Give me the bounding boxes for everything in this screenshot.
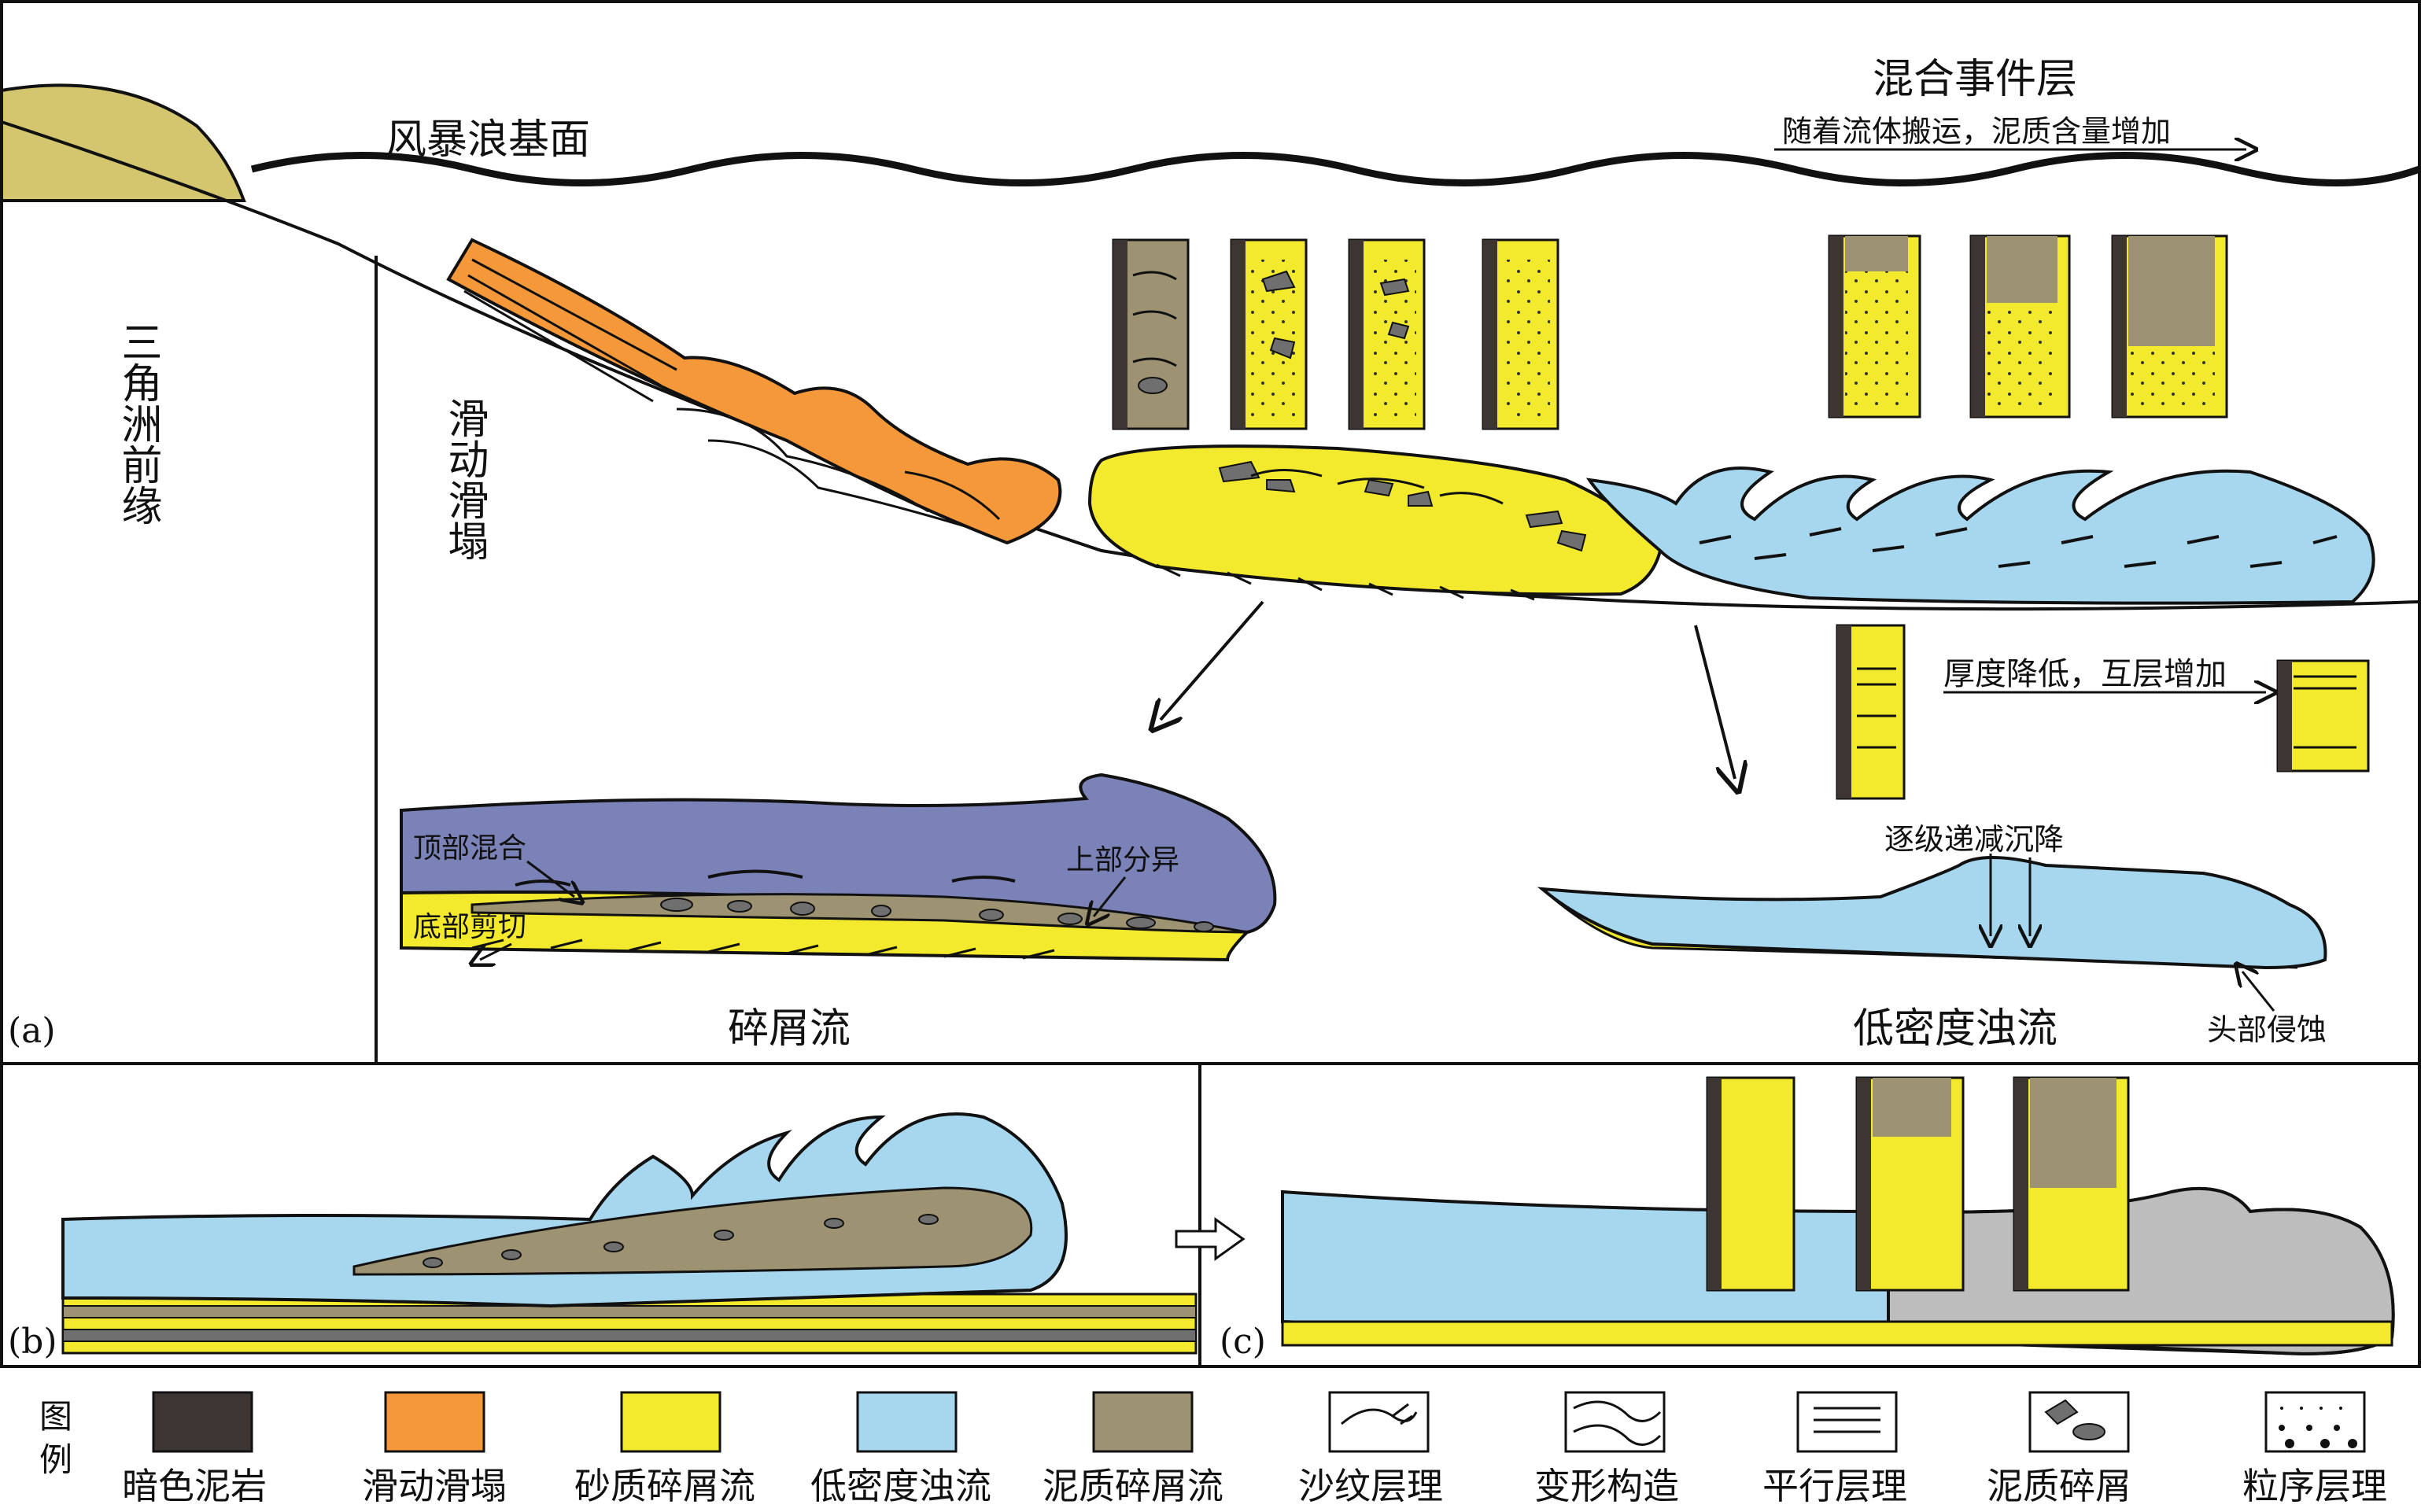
- low-density-turbidity-swatch: [856, 1391, 958, 1453]
- slide-slump-label-text: 滑动滑塌: [441, 397, 488, 561]
- panel-a: 风暴浪基面 混合事件层 随着流体搬运，泥质含量增加 滑动滑塌 三角洲前缘 厚度降…: [0, 56, 2421, 1053]
- sandy-debris-flow-swatch: [620, 1391, 722, 1453]
- legend-item: 粒序层理: [2242, 1391, 2387, 1507]
- turbidity-flow-arrows: [1699, 527, 2338, 568]
- slide-slump-label: 滑动滑塌: [441, 397, 488, 561]
- turbidite-column-thick: [1836, 624, 1906, 800]
- legend-label: 平行层理: [1762, 1465, 1907, 1507]
- thickness-note-label: 厚度降低，互层增加: [1943, 656, 2227, 692]
- erosion-arrow: [2242, 972, 2275, 1012]
- sandy-debris-base-ticks: [1156, 563, 1535, 601]
- slide-slump-swatch: [384, 1391, 485, 1453]
- basal-shear-label: 底部剪切: [413, 911, 526, 943]
- core-column-2: [1230, 238, 1308, 430]
- core-column-6: [1969, 234, 2071, 419]
- upper-diff-arrow: [1094, 876, 1127, 916]
- legend-item: 泥质碎屑: [1987, 1391, 2131, 1507]
- legend-item: 低密度浊流: [810, 1391, 991, 1507]
- legend-item: 变形构造: [1534, 1391, 1679, 1507]
- muddy-debris-flow-swatch: [1092, 1391, 1194, 1453]
- legend: 图 例 暗色泥岩 滑动滑塌 砂质碎屑流 低密度浊流 泥质碎屑流 沙纹层理: [39, 1391, 2387, 1507]
- panel-a-tag: (a): [8, 1011, 56, 1051]
- low-density-turbidity-body: [1537, 856, 2327, 970]
- slump-laminae: [463, 258, 1001, 529]
- slide-slump-body: [446, 238, 1062, 545]
- panel-c-columns: [1706, 1076, 2130, 1292]
- core-column-3: [1348, 238, 1426, 430]
- storm-wave-base-line: [250, 152, 2421, 186]
- dark-mudstone-swatch: [152, 1391, 253, 1453]
- legend-title-1: 图: [39, 1397, 72, 1436]
- delta-front-label: 三角洲前缘: [114, 321, 161, 526]
- parallel-bedding-icon: [1796, 1391, 1898, 1453]
- legend-item: 平行层理: [1762, 1391, 1907, 1507]
- debris-flow-label: 碎屑流: [728, 1005, 851, 1053]
- panel-frames: [0, 0, 2421, 1368]
- turbidity-current-body: [1585, 467, 2375, 605]
- turbidity-current-label: 低密度浊流: [1853, 1005, 2057, 1053]
- panel-c-sand-base: [1281, 1320, 2393, 1347]
- legend-item: 砂质碎屑流: [574, 1391, 755, 1507]
- panel-c: (c): [1175, 1076, 2395, 1362]
- sandy-debris-clasts: [1218, 460, 1587, 552]
- legend-item: 泥质碎屑流: [1043, 1391, 1223, 1507]
- basal-shear-arrow: [480, 942, 512, 960]
- legend-title-2: 例: [39, 1440, 72, 1479]
- core-column-4: [1482, 238, 1559, 430]
- mud-clast-icon: [2028, 1391, 2130, 1453]
- legend-label: 滑动滑塌: [362, 1465, 507, 1507]
- delta-front-mound: [0, 83, 246, 202]
- ripple-lamination-icon: [1328, 1391, 1430, 1453]
- turbidite-column-thin: [2276, 659, 2370, 773]
- panel-b: (b): [8, 1112, 1198, 1362]
- deformation-structure-icon: [1564, 1391, 1666, 1453]
- legend-label: 泥质碎屑流: [1043, 1465, 1223, 1507]
- legend-item: 沙纹层理: [1298, 1391, 1443, 1507]
- legend-item: 暗色泥岩: [122, 1391, 267, 1507]
- legend-label: 低密度浊流: [810, 1465, 991, 1507]
- panel-c-tag: (c): [1220, 1322, 1266, 1362]
- core-columns-mixed: [1828, 234, 2228, 419]
- panel-b-mud-clasts: [423, 1214, 939, 1268]
- upper-diff-label: 上部分异: [1066, 844, 1179, 876]
- sandy-debris-flow-body: [1087, 444, 1663, 596]
- stepwise-settling-label: 逐级递减沉降: [1884, 822, 2064, 857]
- debris-flow-clasts: [660, 898, 1214, 932]
- core-column-5: [1828, 234, 1921, 419]
- legend-item: 滑动滑塌: [362, 1391, 507, 1507]
- legend-label: 沙纹层理: [1298, 1465, 1443, 1507]
- panel-b-tag: (b): [8, 1322, 57, 1362]
- delta-front-label-text: 三角洲前缘: [114, 321, 161, 526]
- core-column-7: [2111, 234, 2228, 419]
- graded-bedding-icon: [2264, 1391, 2366, 1453]
- arrow-to-debris-flow: [1161, 600, 1264, 720]
- legend-label: 变形构造: [1534, 1465, 1679, 1507]
- core-column-1: [1112, 238, 1190, 430]
- legend-label: 泥质碎屑: [1987, 1465, 2131, 1507]
- mixed-event-title: 混合事件层: [1873, 56, 2077, 103]
- legend-label: 粒序层理: [2242, 1465, 2387, 1507]
- storm-wave-base-label: 风暴浪基面: [386, 116, 590, 164]
- top-mixing-arrow: [526, 860, 574, 897]
- panel-c-transition-arrow: [1175, 1217, 1246, 1261]
- top-mixing-label: 顶部混合: [413, 832, 526, 865]
- sandy-debris-laminae: [1250, 469, 1504, 505]
- panel-b-mud-core: [352, 1186, 1033, 1276]
- core-columns-debris: [1112, 238, 1559, 430]
- head-erosion-label: 头部侵蚀: [2207, 1012, 2327, 1047]
- legend-label: 砂质碎屑流: [574, 1465, 755, 1507]
- mixed-event-note: 随着流体搬运，泥质含量增加: [1782, 114, 2171, 149]
- arrow-to-turbidity: [1694, 625, 1735, 779]
- legend-label: 暗色泥岩: [122, 1465, 267, 1507]
